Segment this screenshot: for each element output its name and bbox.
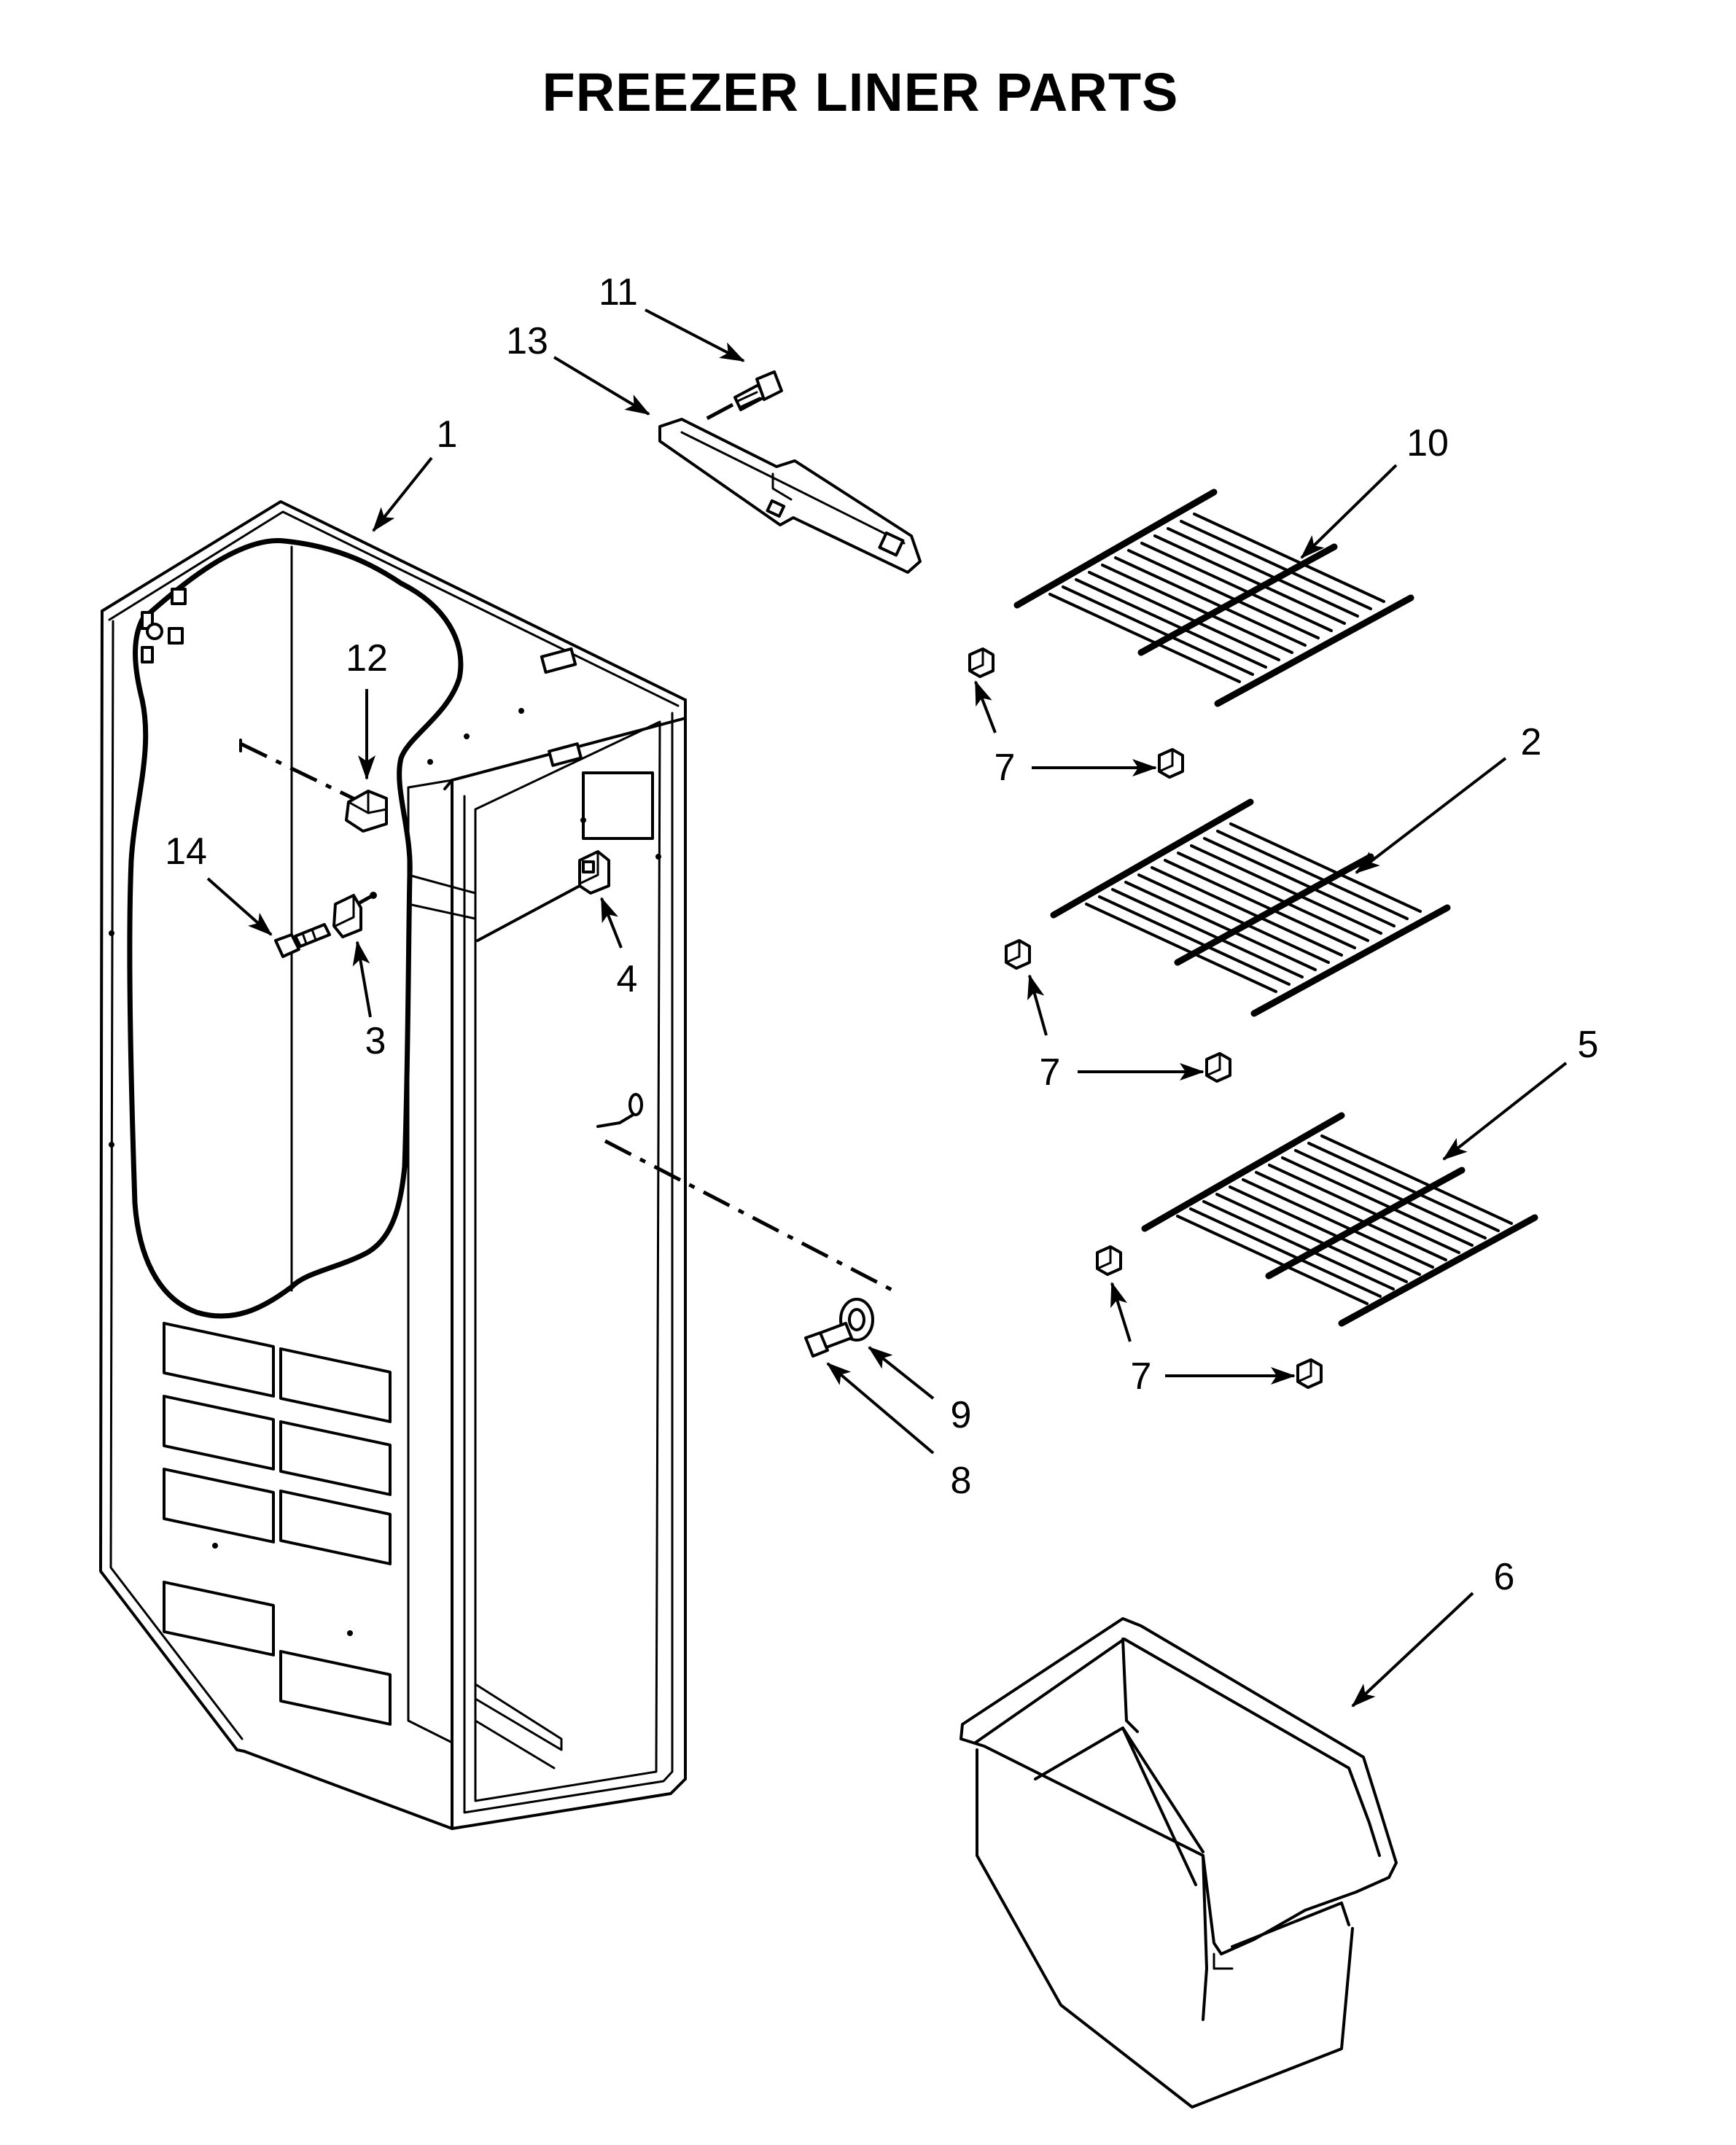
callout-leaders (206, 308, 1568, 1708)
shelf-supports-part-7 (968, 647, 1323, 1389)
bracket-part-3 (332, 892, 377, 938)
callout-9: 9 (951, 1394, 972, 1436)
callout-8: 8 (951, 1460, 972, 1502)
callout-7-middle: 7 (1040, 1051, 1061, 1094)
page-title: FREEZER LINER PARTS (542, 62, 1179, 122)
callout-13: 13 (506, 320, 548, 362)
shelf-part-2 (1050, 798, 1451, 1017)
stop-part-8-9 (596, 1093, 895, 1358)
screw-part-11 (700, 370, 783, 424)
screw-part-14 (274, 923, 331, 958)
switch-part-4 (476, 850, 610, 942)
callout-7-lower: 7 (1131, 1355, 1152, 1398)
callout-11: 11 (599, 271, 638, 314)
callout-5: 5 (1578, 1024, 1599, 1066)
bin-part-6 (960, 1617, 1398, 2109)
callout-3: 3 (365, 1020, 386, 1062)
shelf-part-5 (1141, 1112, 1538, 1327)
bracket-part-13 (658, 418, 922, 574)
callout-7-top: 7 (994, 747, 1016, 789)
shelf-part-10 (1013, 488, 1414, 707)
callout-14: 14 (165, 830, 207, 873)
freezer-liner-part (99, 500, 687, 1830)
callout-10: 10 (1406, 422, 1449, 464)
callout-4: 4 (617, 958, 638, 1000)
callout-1: 1 (437, 413, 458, 456)
callout-2: 2 (1521, 721, 1542, 763)
callout-6: 6 (1494, 1556, 1515, 1598)
clip-part-12 (239, 739, 388, 833)
callout-12: 12 (346, 637, 388, 680)
